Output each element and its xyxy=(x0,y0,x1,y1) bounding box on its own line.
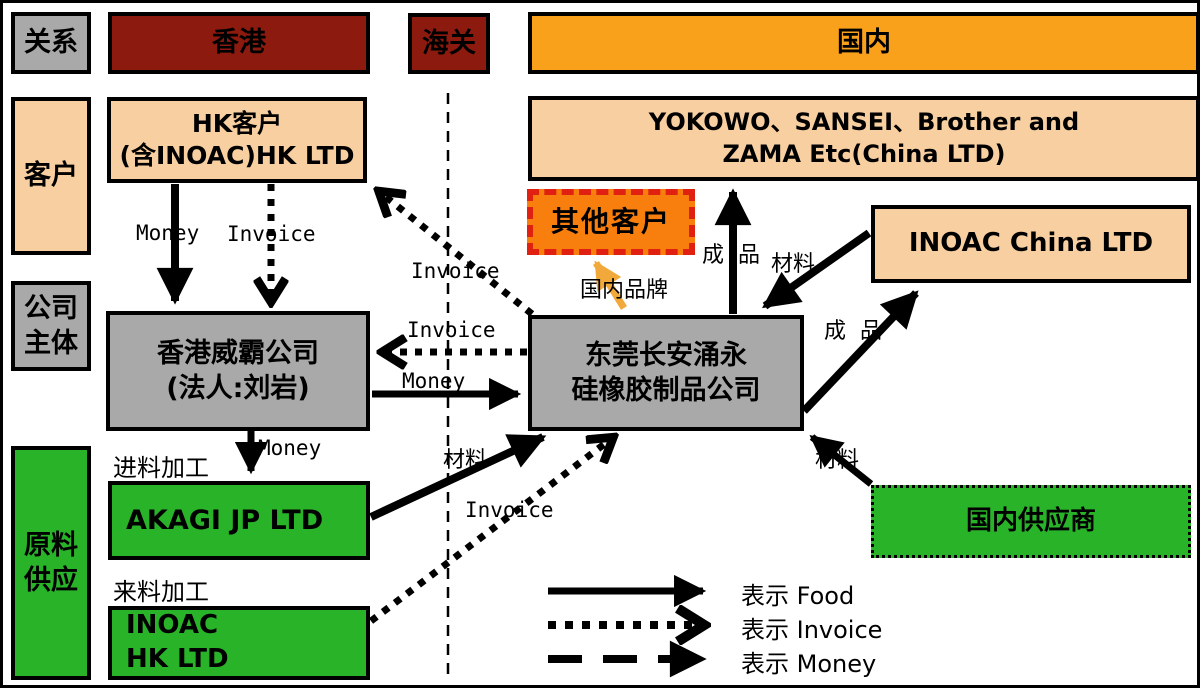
row-label-materials-line2: 供应 xyxy=(24,565,78,596)
label-import-processing: 进料加工 xyxy=(113,454,209,482)
label-money-hk-to-weiba: Money xyxy=(136,221,200,245)
arrow-invoice-inoachk-to-dongguan xyxy=(368,439,611,624)
label-money-weiba-to-akagi: Money xyxy=(258,436,322,460)
label-product-dongguan-to-chinacustomers: 成品 xyxy=(702,243,775,268)
header-customs: 海关 xyxy=(408,13,490,74)
legend-label-food: 表示 Food xyxy=(741,582,855,610)
label-supplied-processing: 来料加工 xyxy=(113,578,209,606)
akagi-label: AKAGI JP LTD xyxy=(126,504,324,536)
legend-label-invoice: 表示 Invoice xyxy=(741,616,883,644)
hk-weiba-line1: 香港威霸公司 xyxy=(157,337,319,369)
box-hk-weiba: 香港威霸公司 (法人:刘岩) xyxy=(106,311,370,431)
row-label-company: 公司 主体 xyxy=(11,281,91,371)
hk-customer-line2: (含INOAC)HK LTD xyxy=(119,141,355,170)
box-inoac-hk: INOAC HK LTD xyxy=(108,606,370,680)
china-customers-line2: ZAMA Etc(China LTD) xyxy=(722,139,1006,168)
header-relation: 关系 xyxy=(11,12,91,74)
box-inoac-china: INOAC China LTD xyxy=(871,205,1191,283)
row-label-materials: 原料 供应 xyxy=(11,446,91,680)
dongguan-line2: 硅橡胶制品公司 xyxy=(571,375,761,406)
box-china-customers: YOKOWO、SANSEI、Brother and ZAMA Etc(China… xyxy=(528,96,1197,181)
hk-weiba-line2: (法人:刘岩) xyxy=(166,373,310,404)
domestic-supplier-label: 国内供应商 xyxy=(965,505,1096,536)
box-domestic-supplier: 国内供应商 xyxy=(871,485,1191,558)
label-domestic-brand: 国内品牌 xyxy=(580,278,669,303)
header-domestic-label: 国内 xyxy=(837,27,891,59)
row-label-company-line1: 公司 xyxy=(24,292,78,324)
label-material-inoacchina-to-dongguan: 材料 xyxy=(771,252,816,277)
box-akagi: AKAGI JP LTD xyxy=(108,481,370,560)
box-dongguan: 东莞长安涌永 硅橡胶制品公司 xyxy=(528,315,804,431)
header-hongkong: 香港 xyxy=(108,12,370,74)
china-customers-line1: YOKOWO、SANSEI、Brother and xyxy=(648,108,1080,137)
other-customers-label: 其他客户 xyxy=(550,204,671,238)
label-product-dongguan-to-inoacchina: 成品 xyxy=(824,319,897,344)
label-invoice-dongguan-to-weiba: Invoice xyxy=(407,318,496,342)
box-hk-customer: HK客户 (含INOAC)HK LTD xyxy=(107,97,367,183)
inoac-china-label: INOAC China LTD xyxy=(908,228,1154,259)
header-hongkong-label: 香港 xyxy=(212,27,266,59)
label-material-akagi-to-dongguan: 材料 xyxy=(443,448,488,473)
row-label-materials-line1: 原料 xyxy=(24,529,78,561)
label-money-weiba-to-dongguan: Money xyxy=(402,369,466,393)
label-invoice-hk-to-weiba: Invoice xyxy=(227,222,316,246)
header-domestic: 国内 xyxy=(528,12,1197,74)
row-label-customer-text: 客户 xyxy=(24,160,78,192)
hk-customer-line1: HK客户 xyxy=(191,108,283,138)
inoac-hk-line1: INOAC xyxy=(126,610,219,641)
header-customs-label: 海关 xyxy=(422,27,476,59)
header-relation-label: 关系 xyxy=(24,27,78,59)
arrow-product-dongguan-to-inoacchina xyxy=(801,290,919,414)
inoac-hk-line2: HK LTD xyxy=(126,644,229,674)
legend-label-money: 表示 Money xyxy=(741,650,877,678)
row-label-customer: 客户 xyxy=(11,97,91,255)
arrow-invoice-dongguan-to-hkcustomer xyxy=(381,193,535,317)
dongguan-line1: 东莞长安涌永 xyxy=(585,339,747,371)
label-invoice-inoachk-to-dongguan: Invoice xyxy=(465,498,554,522)
label-invoice-dongguan-to-hkcustomer: Invoice xyxy=(411,259,500,283)
label-material-supplier-to-dongguan: 材料 xyxy=(815,448,860,473)
row-label-company-line2: 主体 xyxy=(24,328,78,359)
box-other-customers: 其他客户 xyxy=(527,189,695,255)
